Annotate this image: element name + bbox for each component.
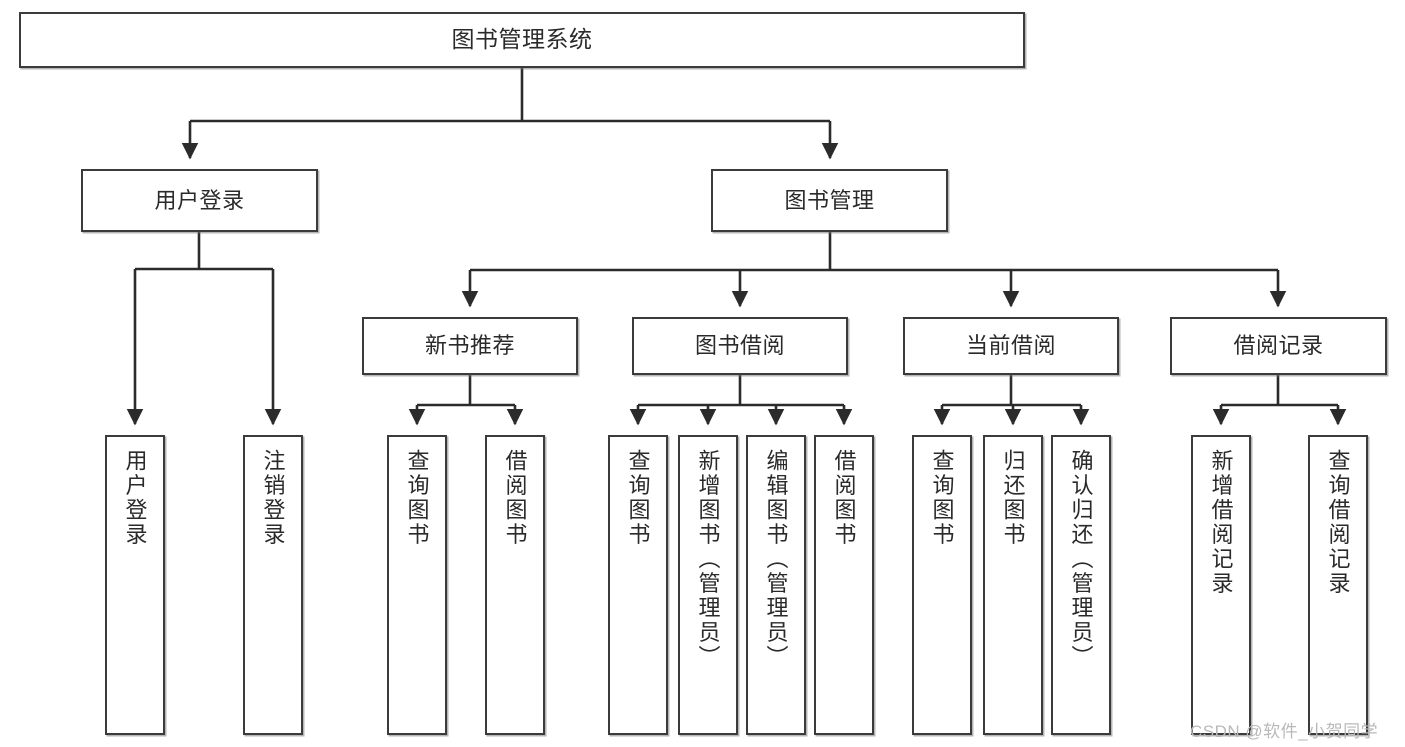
node-user-login-label: 用户登录 — [154, 187, 245, 213]
node-leaf-user-login-label: 用户登录 — [122, 449, 148, 547]
node-borrow-records[interactable]: 借阅记录 — [1170, 317, 1387, 375]
node-leaf-user-logout[interactable]: 注销登录 — [243, 435, 303, 735]
node-current-borrow[interactable]: 当前借阅 — [903, 317, 1119, 375]
node-borrow-records-label: 借阅记录 — [1233, 333, 1324, 359]
node-leaf-query-book-borrow-label: 查询图书 — [625, 449, 651, 547]
node-leaf-query-book-recommend[interactable]: 查询图书 — [387, 435, 447, 735]
node-book-borrow[interactable]: 图书借阅 — [632, 317, 848, 375]
node-leaf-add-borrow-record-label: 新增借阅记录 — [1208, 449, 1234, 596]
node-leaf-borrow-book-label: 借阅图书 — [831, 449, 857, 547]
node-leaf-query-book-recommend-label: 查询图书 — [404, 449, 430, 547]
node-leaf-query-book-current[interactable]: 查询图书 — [912, 435, 972, 735]
node-leaf-add-book-label: 新增图书（管理员） — [695, 449, 721, 670]
node-leaf-confirm-return[interactable]: 确认归还（管理员） — [1051, 435, 1111, 735]
node-book-management-label: 图书管理 — [784, 187, 875, 213]
node-leaf-query-book-borrow[interactable]: 查询图书 — [608, 435, 668, 735]
node-new-book-recommend-label: 新书推荐 — [424, 333, 515, 359]
node-book-borrow-label: 图书借阅 — [694, 333, 785, 359]
node-user-login[interactable]: 用户登录 — [81, 169, 318, 232]
node-current-borrow-label: 当前借阅 — [965, 333, 1056, 359]
node-leaf-confirm-return-label: 确认归还（管理员） — [1068, 449, 1094, 670]
node-leaf-borrow-book-recommend[interactable]: 借阅图书 — [485, 435, 545, 735]
node-root[interactable]: 图书管理系统 — [19, 12, 1025, 68]
csdn-watermark: CSDN @软件_小贺同学 — [1190, 722, 1379, 741]
node-leaf-borrow-book-recommend-label: 借阅图书 — [502, 449, 528, 547]
node-leaf-add-book[interactable]: 新增图书（管理员） — [678, 435, 738, 735]
node-leaf-return-book-label: 归还图书 — [1000, 449, 1026, 547]
node-leaf-user-login[interactable]: 用户登录 — [105, 435, 165, 735]
node-leaf-add-borrow-record[interactable]: 新增借阅记录 — [1191, 435, 1251, 735]
node-leaf-query-borrow-record[interactable]: 查询借阅记录 — [1308, 435, 1368, 735]
node-leaf-edit-book[interactable]: 编辑图书（管理员） — [746, 435, 806, 735]
node-leaf-query-borrow-record-label: 查询借阅记录 — [1325, 449, 1351, 596]
node-leaf-query-book-current-label: 查询图书 — [929, 449, 955, 547]
node-root-label: 图书管理系统 — [451, 26, 593, 53]
node-new-book-recommend[interactable]: 新书推荐 — [362, 317, 578, 375]
node-leaf-borrow-book[interactable]: 借阅图书 — [814, 435, 874, 735]
node-leaf-edit-book-label: 编辑图书（管理员） — [763, 449, 789, 670]
node-leaf-user-logout-label: 注销登录 — [260, 449, 286, 547]
node-book-management[interactable]: 图书管理 — [711, 169, 948, 232]
node-leaf-return-book[interactable]: 归还图书 — [983, 435, 1043, 735]
